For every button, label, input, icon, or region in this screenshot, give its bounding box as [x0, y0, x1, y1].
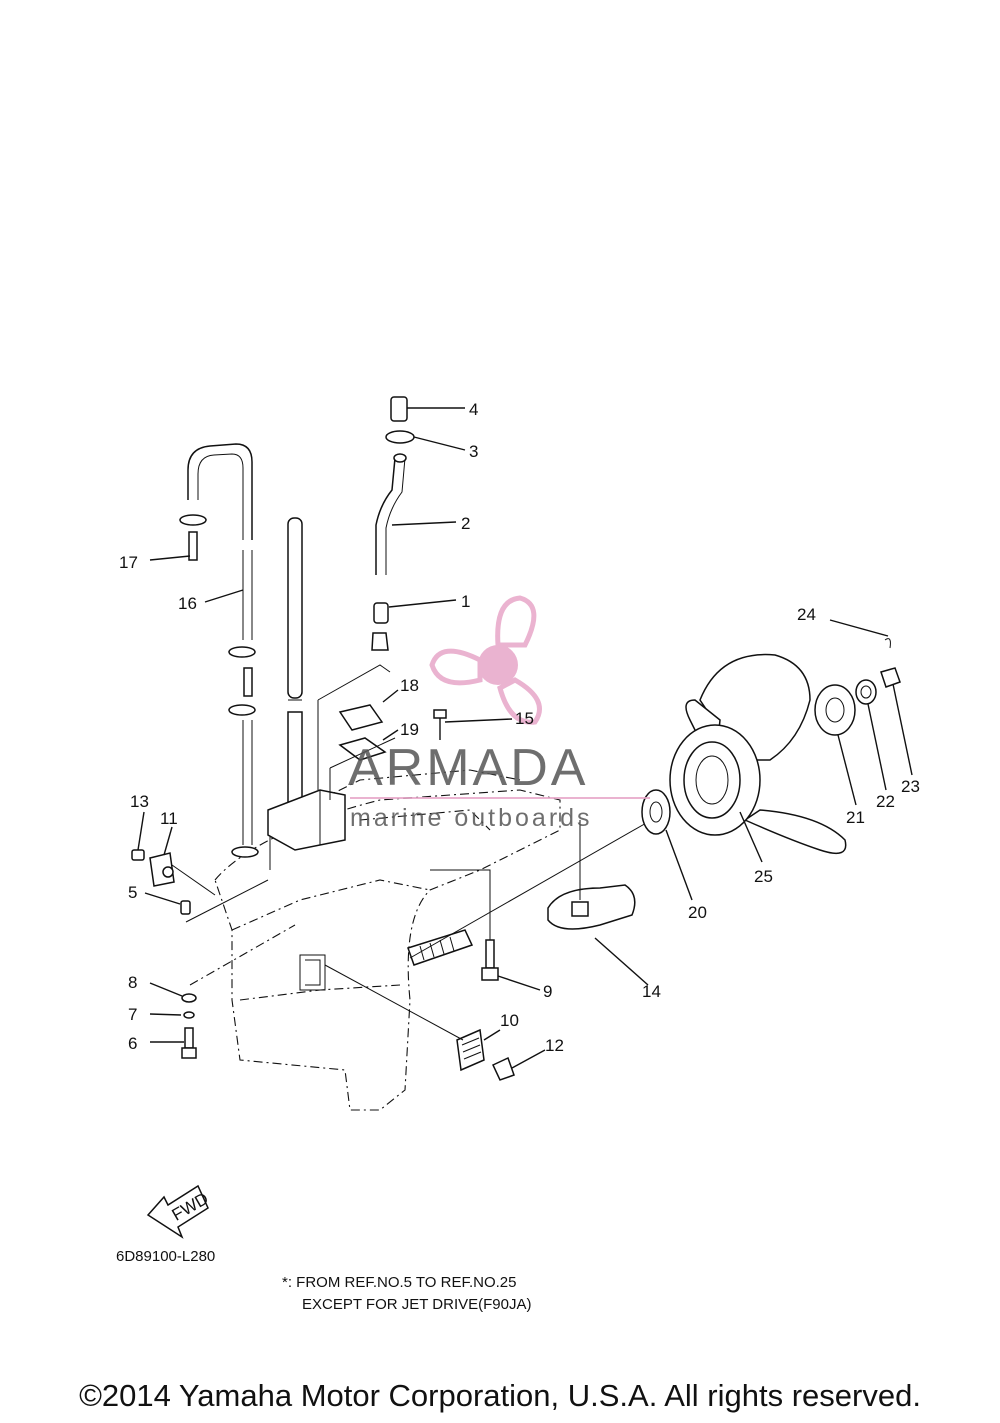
callout-8: 8 — [128, 973, 137, 992]
callout-9: 9 — [543, 982, 552, 1001]
callout-23: 23 — [901, 777, 920, 796]
drive-shaft — [270, 517, 320, 823]
watermark-brand: ARMADA — [348, 739, 588, 797]
trim-tab — [547, 884, 636, 930]
callout-17: 17 — [119, 553, 138, 572]
callout-18: 18 — [400, 676, 419, 695]
prop-hardware — [814, 638, 901, 736]
footnote: *: FROM REF.NO.5 TO REF.NO.25 EXCEPT FOR… — [282, 1272, 532, 1316]
propeller — [669, 653, 847, 855]
callout-5: 5 — [128, 883, 137, 902]
callout-22: 22 — [876, 792, 895, 811]
thrust-washer — [641, 789, 671, 835]
watermark-hub — [478, 645, 518, 685]
water-tube — [371, 396, 415, 651]
small-hardware — [180, 900, 197, 1059]
watermark-blade-icon — [495, 595, 537, 648]
callout-19: 19 — [400, 720, 419, 739]
callout-16: 16 — [178, 594, 197, 613]
callout-4: 4 — [469, 400, 478, 419]
bolt-9 — [481, 939, 499, 981]
watermark-blade-icon — [429, 648, 483, 686]
copyright: ©2014 Yamaha Motor Corporation, U.S.A. A… — [79, 1378, 921, 1413]
anode-parts — [329, 704, 396, 800]
callout-21: 21 — [846, 808, 865, 827]
plate-10 — [456, 1028, 515, 1081]
callout-10: 10 — [500, 1011, 519, 1030]
water-pipe — [179, 443, 259, 858]
callout-20: 20 — [688, 903, 707, 922]
callout-6: 6 — [128, 1034, 137, 1053]
watermark: ARMADA marine outboards — [348, 595, 650, 832]
pump-housing — [267, 664, 391, 851]
leader-lines — [137, 407, 913, 1069]
diagram-code: 6D89100-L280 — [116, 1248, 216, 1265]
callout-7: 7 — [128, 1005, 137, 1024]
callout-25: 25 — [754, 867, 773, 886]
bolt-15 — [433, 709, 447, 740]
watermark-blade-icon — [497, 677, 542, 725]
watermark-tagline: marine outboards — [350, 804, 593, 832]
callout-15: 15 — [515, 709, 534, 728]
callout-13: 13 — [130, 792, 149, 811]
callout-numbers: 1 2 3 4 5 6 7 8 9 10 11 12 13 14 15 16 1… — [119, 400, 920, 1055]
callout-3: 3 — [469, 442, 478, 461]
callout-11: 11 — [160, 809, 178, 828]
callout-1: 1 — [461, 592, 470, 611]
prop-shaft — [407, 817, 656, 966]
grommet-11 — [131, 849, 175, 887]
fwd-arrow: FWD — [146, 1184, 212, 1239]
footnote-line-2: EXCEPT FOR JET DRIVE(F90JA) — [302, 1296, 532, 1313]
callout-12: 12 — [545, 1036, 564, 1055]
footnote-line-1: *: FROM REF.NO.5 TO REF.NO.25 — [282, 1274, 517, 1291]
callout-14: 14 — [642, 982, 661, 1001]
callout-24: 24 — [797, 605, 816, 624]
callout-2: 2 — [461, 514, 470, 533]
